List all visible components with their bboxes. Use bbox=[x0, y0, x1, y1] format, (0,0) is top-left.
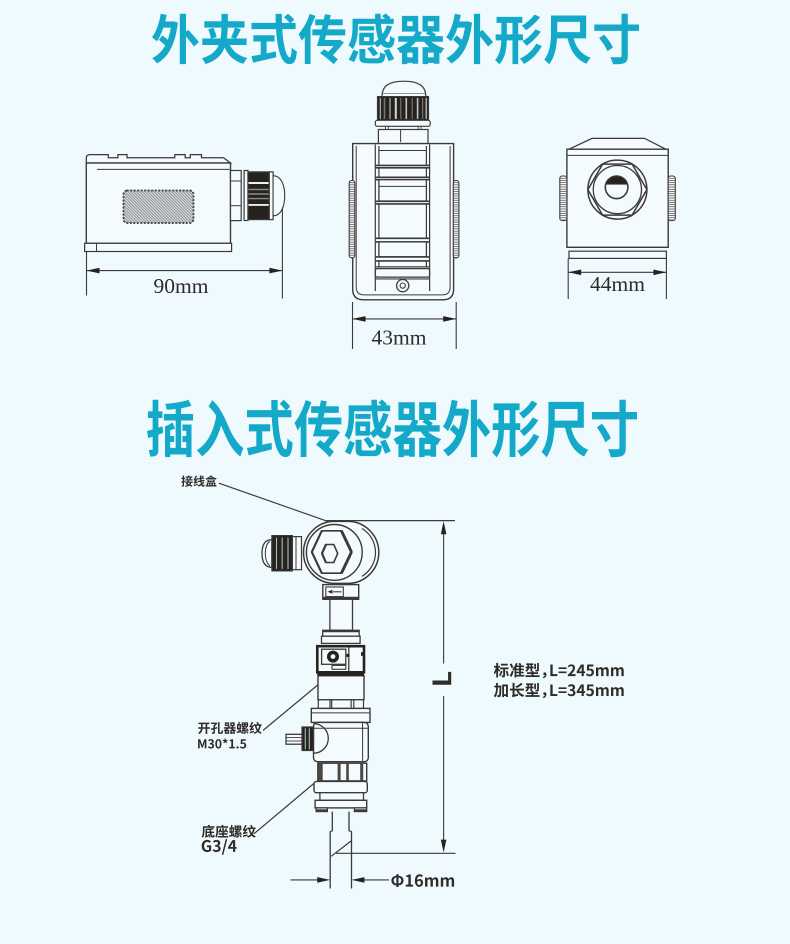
svg-text:90mm: 90mm bbox=[154, 274, 209, 298]
svg-text:44mm: 44mm bbox=[590, 272, 645, 296]
svg-text:43mm: 43mm bbox=[372, 325, 427, 349]
